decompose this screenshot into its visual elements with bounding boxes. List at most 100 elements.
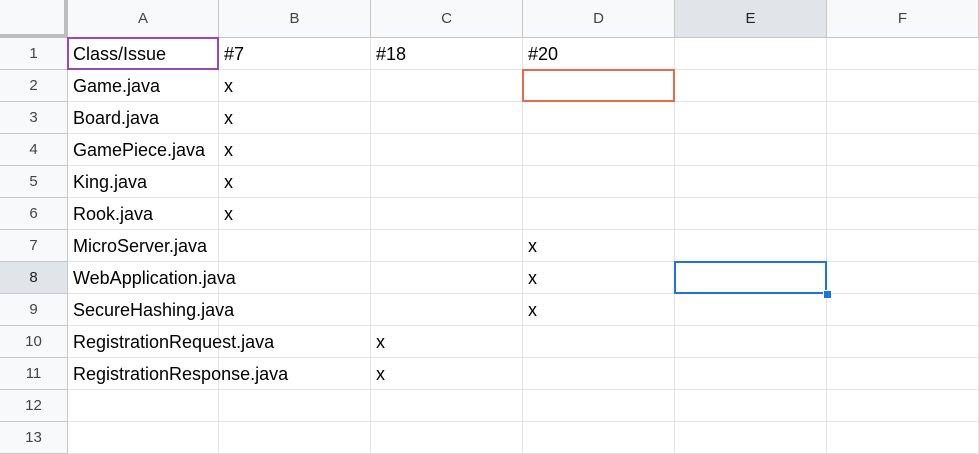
row-header-6[interactable]: 6 xyxy=(0,198,68,230)
cell-e5[interactable] xyxy=(675,166,827,198)
cell-e4[interactable] xyxy=(675,134,827,166)
cell-e11[interactable] xyxy=(675,358,827,390)
cell-f6[interactable] xyxy=(827,198,979,230)
cell-c5[interactable] xyxy=(371,166,523,198)
cell-b1[interactable]: #7 xyxy=(219,38,371,70)
cell-d13[interactable] xyxy=(523,422,675,454)
cell-b3[interactable]: x xyxy=(219,102,371,134)
cell-a10[interactable]: RegistrationRequest.java xyxy=(68,326,274,358)
cell-d1[interactable]: #20 xyxy=(523,38,675,70)
cell-d10[interactable] xyxy=(523,326,675,358)
cell-e2[interactable] xyxy=(675,70,827,102)
cell-f7[interactable] xyxy=(827,230,979,262)
select-all-corner[interactable] xyxy=(0,0,68,38)
cell-b10[interactable] xyxy=(219,326,371,358)
cell-a11[interactable]: RegistrationResponse.java xyxy=(68,358,288,390)
cell-b9[interactable] xyxy=(219,294,371,326)
cell-d8[interactable]: x xyxy=(523,262,675,294)
cell-a7[interactable]: MicroServer.java xyxy=(68,230,219,262)
row-header-11[interactable]: 11 xyxy=(0,358,68,390)
cell-d3[interactable] xyxy=(523,102,675,134)
cell-b2[interactable]: x xyxy=(219,70,371,102)
cell-b7[interactable] xyxy=(219,230,371,262)
row-header-2[interactable]: 2 xyxy=(0,70,68,102)
cell-a9[interactable]: SecureHashing.java xyxy=(68,294,234,326)
cell-c10[interactable]: x xyxy=(371,326,523,358)
cell-d4[interactable] xyxy=(523,134,675,166)
cell-a5[interactable]: King.java xyxy=(68,166,219,198)
row-header-3[interactable]: 3 xyxy=(0,102,68,134)
cell-c7[interactable] xyxy=(371,230,523,262)
cell-f13[interactable] xyxy=(827,422,979,454)
column-header-e[interactable]: E xyxy=(675,0,827,38)
cell-d6[interactable] xyxy=(523,198,675,230)
cell-d12[interactable] xyxy=(523,390,675,422)
cell-e10[interactable] xyxy=(675,326,827,358)
cell-c8[interactable] xyxy=(371,262,523,294)
row-header-9[interactable]: 9 xyxy=(0,294,68,326)
column-header-c[interactable]: C xyxy=(371,0,523,38)
cell-c3[interactable] xyxy=(371,102,523,134)
cell-e1[interactable] xyxy=(675,38,827,70)
row-header-4[interactable]: 4 xyxy=(0,134,68,166)
cell-a2[interactable]: Game.java xyxy=(68,70,219,102)
cell-c12[interactable] xyxy=(371,390,523,422)
cell-c1[interactable]: #18 xyxy=(371,38,523,70)
cell-e6[interactable] xyxy=(675,198,827,230)
cell-f3[interactable] xyxy=(827,102,979,134)
cell-b11[interactable] xyxy=(219,358,371,390)
row-header-10[interactable]: 10 xyxy=(0,326,68,358)
row-header-5[interactable]: 5 xyxy=(0,166,68,198)
row-header-8[interactable]: 8 xyxy=(0,262,68,294)
cell-f11[interactable] xyxy=(827,358,979,390)
cell-a3[interactable]: Board.java xyxy=(68,102,219,134)
cell-f1[interactable] xyxy=(827,38,979,70)
cell-f10[interactable] xyxy=(827,326,979,358)
cell-e3[interactable] xyxy=(675,102,827,134)
row-header-12[interactable]: 12 xyxy=(0,390,68,422)
cell-a12[interactable] xyxy=(68,390,219,422)
row-header-1[interactable]: 1 xyxy=(0,38,68,70)
cell-b8[interactable] xyxy=(219,262,371,294)
cell-c11[interactable]: x xyxy=(371,358,523,390)
cell-e8[interactable] xyxy=(675,262,827,294)
cell-b13[interactable] xyxy=(219,422,371,454)
cell-d2[interactable] xyxy=(523,70,675,102)
cell-c6[interactable] xyxy=(371,198,523,230)
cell-f9[interactable] xyxy=(827,294,979,326)
cell-f5[interactable] xyxy=(827,166,979,198)
column-header-f[interactable]: F xyxy=(827,0,979,38)
cell-f2[interactable] xyxy=(827,70,979,102)
cell-e13[interactable] xyxy=(675,422,827,454)
cell-f12[interactable] xyxy=(827,390,979,422)
cell-e7[interactable] xyxy=(675,230,827,262)
cell-b4[interactable]: x xyxy=(219,134,371,166)
cell-c13[interactable] xyxy=(371,422,523,454)
column-header-d[interactable]: D xyxy=(523,0,675,38)
cell-b5[interactable]: x xyxy=(219,166,371,198)
cell-a4[interactable]: GamePiece.java xyxy=(68,134,219,166)
row-header-13[interactable]: 13 xyxy=(0,422,68,454)
cell-c9[interactable] xyxy=(371,294,523,326)
cell-e9[interactable] xyxy=(675,294,827,326)
cell-a6[interactable]: Rook.java xyxy=(68,198,219,230)
cell-d9[interactable]: x xyxy=(523,294,675,326)
cell-e12[interactable] xyxy=(675,390,827,422)
fill-handle[interactable] xyxy=(823,290,832,299)
cell-f8[interactable] xyxy=(827,262,979,294)
cell-f4[interactable] xyxy=(827,134,979,166)
cell-a13[interactable] xyxy=(68,422,219,454)
cell-a1[interactable]: Class/Issue xyxy=(68,38,219,70)
column-header-a[interactable]: A xyxy=(68,0,219,38)
cell-b12[interactable] xyxy=(219,390,371,422)
cell-d11[interactable] xyxy=(523,358,675,390)
cell-d5[interactable] xyxy=(523,166,675,198)
row-header-7[interactable]: 7 xyxy=(0,230,68,262)
column-header-b[interactable]: B xyxy=(219,0,371,38)
cell-c2[interactable] xyxy=(371,70,523,102)
cell-a8[interactable]: WebApplication.java xyxy=(68,262,236,294)
cell-c4[interactable] xyxy=(371,134,523,166)
cell-d7[interactable]: x xyxy=(523,230,675,262)
cell-b6[interactable]: x xyxy=(219,198,371,230)
